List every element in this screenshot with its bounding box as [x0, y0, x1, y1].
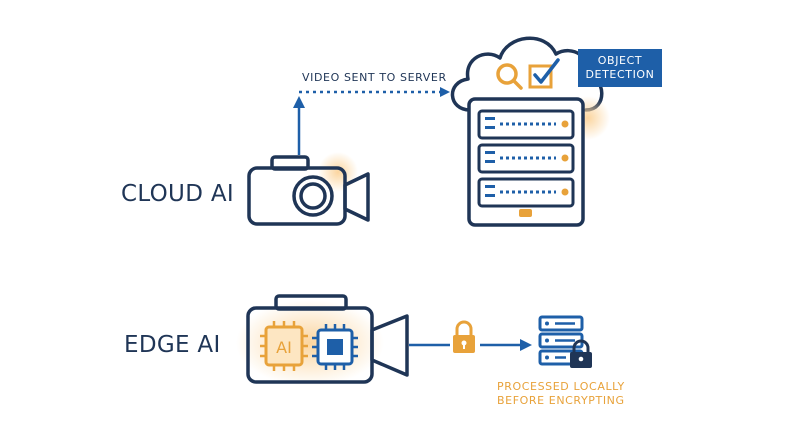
checkbox-icon: [528, 58, 560, 89]
row-label-edge-ai: EDGE AI: [124, 332, 221, 358]
storage-server-icon: [538, 315, 584, 366]
padlock-icon: [570, 339, 592, 368]
badge-line-1: OBJECT: [597, 54, 643, 67]
chip-ai-text: AI: [276, 338, 292, 357]
arrow-caption: VIDEO SENT TO SERVER: [302, 71, 447, 84]
storage-indicator-dots: [545, 321, 549, 360]
dotted-arrow-to-server: [299, 87, 450, 97]
camera-icon: [247, 155, 370, 226]
arrow-to-storage: [480, 339, 532, 351]
server-power-light: [519, 209, 532, 217]
padlock-icon: [453, 320, 475, 353]
camera-icon: [246, 294, 409, 384]
edge-caption-line-2: BEFORE ENCRYPTING: [497, 394, 625, 407]
badge-line-2: DETECTION: [585, 68, 655, 81]
processor-chip-icon: [312, 324, 358, 370]
server-unit-3: [477, 177, 575, 208]
server-rack-icon: [467, 97, 585, 227]
processor-chip-icon: [260, 321, 308, 371]
magnifier-icon: [496, 63, 523, 90]
row-label-cloud-ai: CLOUD AI: [121, 181, 234, 207]
edge-caption: PROCESSED LOCALLY BEFORE ENCRYPTING: [497, 380, 625, 408]
server-unit-1: [477, 109, 575, 140]
edge-camera-glow: [236, 300, 384, 386]
object-detection-badge: OBJECT DETECTION: [578, 49, 662, 87]
server-unit-2: [477, 143, 575, 174]
edge-caption-line-1: PROCESSED LOCALLY: [497, 380, 625, 393]
upload-arrow: [293, 96, 305, 155]
camera-glow: [318, 152, 358, 192]
